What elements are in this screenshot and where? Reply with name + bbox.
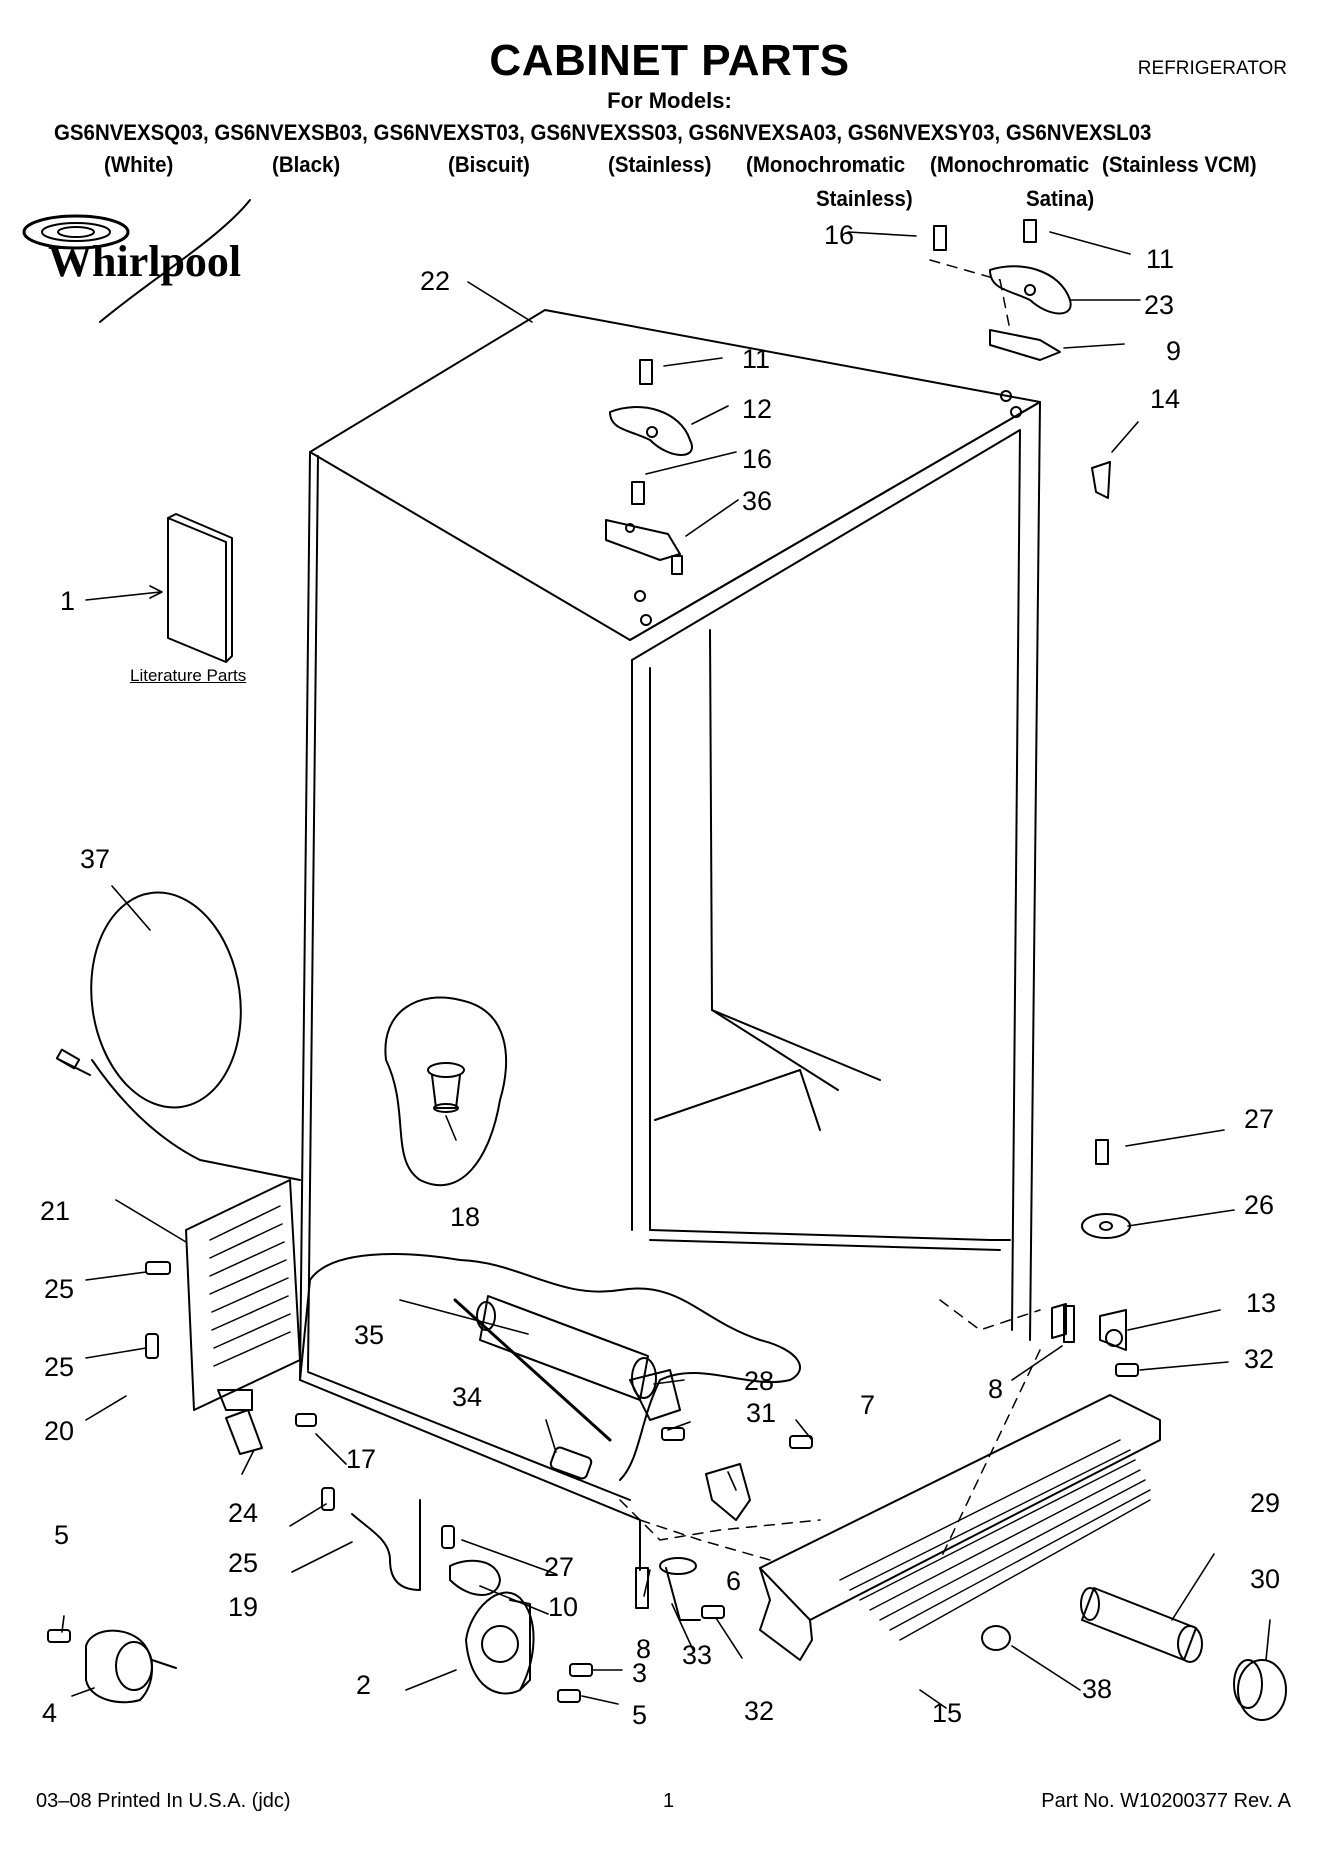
callout-1: 1 <box>60 586 76 616</box>
whirlpool-logo: Whirlpool <box>22 199 251 323</box>
callout-10: 10 <box>548 1592 579 1622</box>
callout-8a: 8 <box>988 1374 1004 1404</box>
model-color-mono-satina: (Monochromatic <box>930 152 1090 177</box>
callout-20: 20 <box>44 1416 75 1446</box>
model-color-mono-stainless: (Monochromatic <box>746 152 906 177</box>
model-list: GS6NVEXSQ03, GS6NVEXSB03, GS6NVEXST03, G… <box>54 120 1152 145</box>
model-color-mono-satina-line2: Satina) <box>1026 186 1095 211</box>
callout-18: 18 <box>450 1202 481 1232</box>
page-number: 1 <box>663 1790 675 1812</box>
callout-11b: 11 <box>742 344 771 374</box>
callout-27b: 27 <box>544 1552 575 1582</box>
callout-5b: 5 <box>632 1700 648 1730</box>
model-color-mono-stainless-line2: Stainless) <box>816 186 913 211</box>
callout-12: 12 <box>742 394 773 424</box>
callout-8b: 8 <box>636 1634 652 1664</box>
callout-36: 36 <box>742 486 773 516</box>
callout-22: 22 <box>420 266 451 296</box>
page-title: CABINET PARTS <box>489 36 850 85</box>
callout-19: 19 <box>228 1592 259 1622</box>
footer-print-info: 03–08 Printed In U.S.A. (jdc) <box>36 1790 291 1812</box>
model-color-white: (White) <box>104 152 174 177</box>
callout-29: 29 <box>1250 1488 1281 1518</box>
callout-32b: 32 <box>744 1696 775 1726</box>
callout-23: 23 <box>1144 290 1175 320</box>
callout-37: 37 <box>80 844 111 874</box>
callout-16a: 16 <box>824 220 855 250</box>
callout-11a: 11 <box>1146 244 1175 274</box>
callout-17: 17 <box>346 1444 377 1474</box>
callout-5a: 5 <box>54 1520 70 1550</box>
callout-2: 2 <box>356 1670 372 1700</box>
svg-text:Whirlpool: Whirlpool <box>48 237 241 286</box>
callout-25b: 25 <box>44 1352 75 1382</box>
literature-parts-label: Literature Parts <box>130 666 247 685</box>
callout-9: 9 <box>1166 336 1182 366</box>
callout-34: 34 <box>452 1382 483 1412</box>
document-type: REFRIGERATOR <box>1137 58 1287 79</box>
callout-32a: 32 <box>1244 1344 1275 1374</box>
for-models-label: For Models: <box>607 88 732 113</box>
model-color-biscuit: (Biscuit) <box>448 152 530 177</box>
callout-3: 3 <box>632 1658 648 1688</box>
callout-31: 31 <box>746 1398 777 1428</box>
callout-27a: 27 <box>1244 1104 1275 1134</box>
callout-33: 33 <box>682 1640 713 1670</box>
callout-14: 14 <box>1150 384 1181 414</box>
callout-4: 4 <box>42 1698 58 1728</box>
callout-6: 6 <box>726 1566 742 1596</box>
callout-16b: 16 <box>742 444 773 474</box>
callout-38: 38 <box>1082 1674 1113 1704</box>
part-number: Part No. W10200377 Rev. A <box>1041 1790 1291 1812</box>
callout-25a: 25 <box>44 1274 75 1304</box>
callout-21: 21 <box>40 1196 71 1226</box>
model-color-stainless-vcm: (Stainless VCM) <box>1102 152 1257 177</box>
model-color-stainless: (Stainless) <box>608 152 712 177</box>
callout-30: 30 <box>1250 1564 1281 1594</box>
callout-26: 26 <box>1244 1190 1275 1220</box>
callout-35: 35 <box>354 1320 385 1350</box>
model-color-black: (Black) <box>272 152 341 177</box>
callout-28: 28 <box>744 1366 775 1396</box>
callout-13: 13 <box>1246 1288 1277 1318</box>
callout-25c: 25 <box>228 1548 259 1578</box>
callout-15: 15 <box>932 1698 963 1728</box>
callout-24: 24 <box>228 1498 259 1528</box>
callout-7: 7 <box>860 1390 876 1420</box>
